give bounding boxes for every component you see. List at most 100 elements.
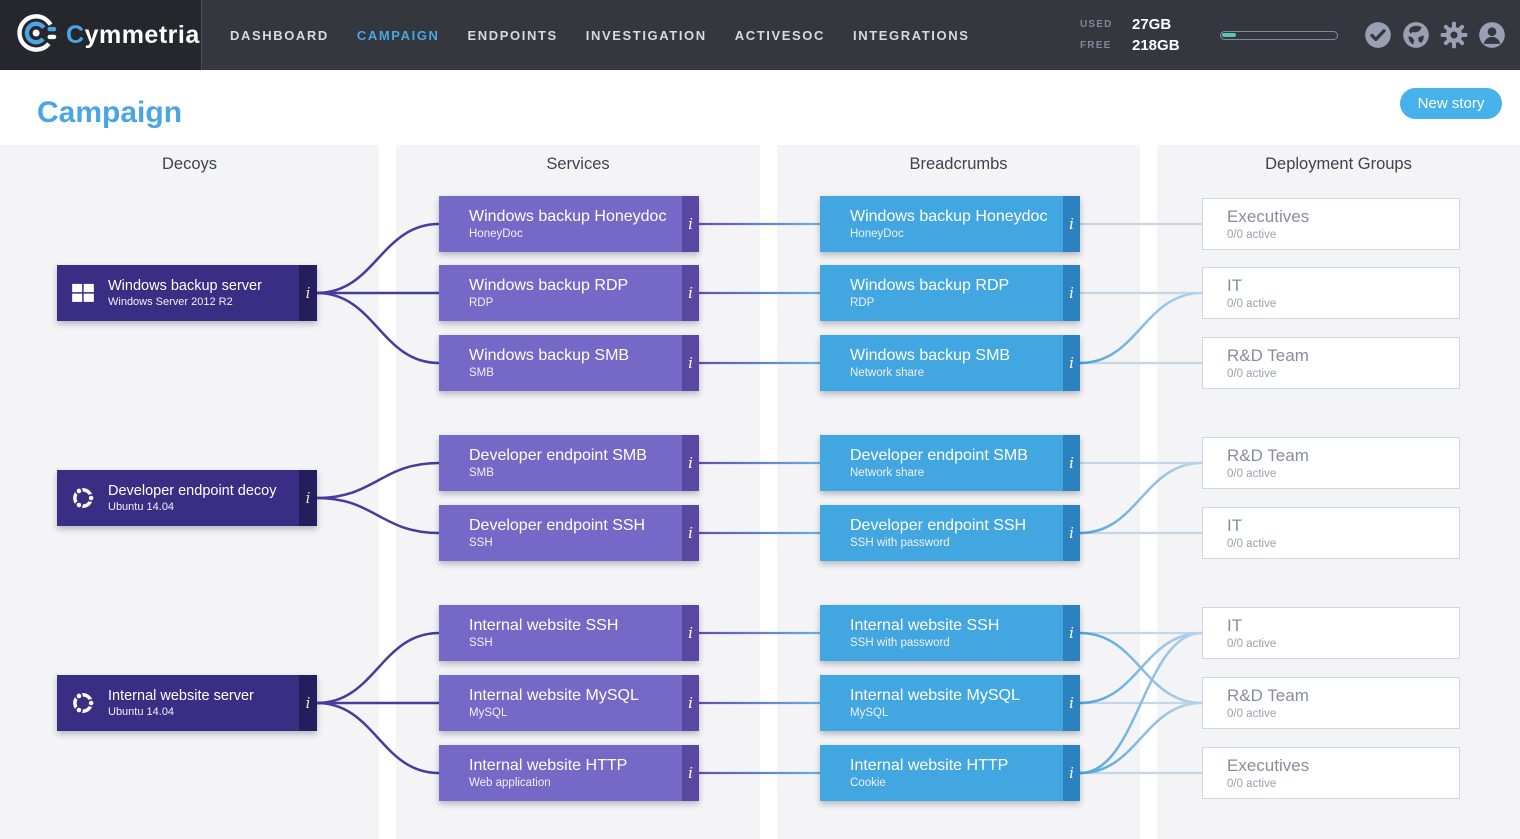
service-info-strip[interactable]: i xyxy=(682,335,699,391)
group-title: R&D Team xyxy=(1227,446,1309,465)
nav-item-investigation[interactable]: INVESTIGATION xyxy=(585,27,707,43)
info-icon: i xyxy=(688,624,693,642)
breadcrumb-info-strip[interactable]: i xyxy=(1063,265,1080,321)
deployment-group-card[interactable]: IT 0/0 active xyxy=(1202,607,1460,659)
campaign-diagram: Decoys Services Breadcrumbs Deployment G… xyxy=(0,145,1520,839)
group-title: IT xyxy=(1227,516,1243,535)
info-icon: i xyxy=(688,284,693,302)
breadcrumb-info-strip[interactable]: i xyxy=(1063,505,1080,561)
decoy-subtitle: Ubuntu 14.04 xyxy=(108,706,175,718)
storage-usage: USED 27GB FREE 218GB xyxy=(1080,16,1202,54)
breadcrumb-card[interactable]: Developer endpoint SSH SSH with password… xyxy=(820,505,1080,561)
decoy-card[interactable]: Internal website server Ubuntu 14.04 i xyxy=(57,675,317,731)
breadcrumb-title: Windows backup RDP xyxy=(850,277,1010,294)
info-icon: i xyxy=(1069,354,1074,372)
service-card[interactable]: Internal website MySQL MySQL i xyxy=(439,675,699,731)
info-icon: i xyxy=(1069,624,1074,642)
breadcrumb-card[interactable]: Internal website MySQL MySQL i xyxy=(820,675,1080,731)
deployment-group-card[interactable]: R&D Team 0/0 active xyxy=(1202,437,1460,489)
decoy-title: Internal website server xyxy=(108,688,254,704)
nav-item-dashboard[interactable]: DASHBOARD xyxy=(230,27,329,43)
user-icon[interactable] xyxy=(1478,21,1506,49)
breadcrumb-card[interactable]: Developer endpoint SMB Network share i xyxy=(820,435,1080,491)
new-story-button[interactable]: New story xyxy=(1400,88,1502,119)
info-icon: i xyxy=(1069,454,1074,472)
info-icon: i xyxy=(1069,694,1074,712)
breadcrumb-info-strip[interactable]: i xyxy=(1063,605,1080,661)
group-subtitle: 0/0 active xyxy=(1227,368,1277,380)
service-title: Developer endpoint SSH xyxy=(469,517,646,534)
service-title: Windows backup Honeydoc xyxy=(469,208,667,225)
breadcrumb-subtitle: Network share xyxy=(850,467,925,479)
breadcrumb-card[interactable]: Windows backup RDP RDP i xyxy=(820,265,1080,321)
service-info-strip[interactable]: i xyxy=(682,196,699,252)
nav-item-activesoc[interactable]: ACTIVESOC xyxy=(734,27,825,43)
info-icon: i xyxy=(305,489,311,507)
service-subtitle: SMB xyxy=(469,367,494,379)
globe-icon[interactable] xyxy=(1402,21,1430,49)
breadcrumb-card[interactable]: Windows backup Honeydoc HoneyDoc i xyxy=(820,196,1080,252)
nav-item-integrations[interactable]: INTEGRATIONS xyxy=(853,27,970,43)
group-title: R&D Team xyxy=(1227,346,1309,365)
decoy-card[interactable]: Developer endpoint decoy Ubuntu 14.04 i xyxy=(57,470,317,526)
top-navbar: Cymmetria DASHBOARD CAMPAIGN ENDPOINTS INVE… xyxy=(0,0,1520,70)
service-card[interactable]: Internal website HTTP Web application i xyxy=(439,745,699,801)
info-icon: i xyxy=(305,284,311,302)
deployment-group-card[interactable]: IT 0/0 active xyxy=(1202,507,1460,559)
used-value: 27GB xyxy=(1132,16,1172,33)
service-card[interactable]: Windows backup RDP RDP i xyxy=(439,265,699,321)
deployment-group-card[interactable]: R&D Team 0/0 active xyxy=(1202,337,1460,389)
info-icon: i xyxy=(688,524,693,542)
breadcrumb-card[interactable]: Windows backup SMB Network share i xyxy=(820,335,1080,391)
breadcrumb-info-strip[interactable]: i xyxy=(1063,435,1080,491)
main-nav: DASHBOARD CAMPAIGN ENDPOINTS INVESTIGATION A… xyxy=(202,0,969,70)
group-title: Executives xyxy=(1227,756,1310,775)
breadcrumb-info-strip[interactable]: i xyxy=(1063,335,1080,391)
decoy-title: Developer endpoint decoy xyxy=(108,483,277,499)
breadcrumb-card[interactable]: Internal website HTTP Cookie i xyxy=(820,745,1080,801)
breadcrumb-title: Internal website HTTP xyxy=(850,757,1009,774)
breadcrumb-card[interactable]: Internal website SSH SSH with password i xyxy=(820,605,1080,661)
check-circle-icon[interactable] xyxy=(1364,21,1392,49)
service-info-strip[interactable]: i xyxy=(682,745,699,801)
deployment-group-card[interactable]: R&D Team 0/0 active xyxy=(1202,677,1460,729)
service-card[interactable]: Windows backup Honeydoc HoneyDoc i xyxy=(439,196,699,252)
service-info-strip[interactable]: i xyxy=(682,675,699,731)
service-info-strip[interactable]: i xyxy=(682,265,699,321)
deployment-group-card[interactable]: Executives 0/0 active xyxy=(1202,198,1460,250)
group-subtitle: 0/0 active xyxy=(1227,298,1277,310)
decoy-info-strip[interactable]: i xyxy=(299,265,317,321)
group-title: IT xyxy=(1227,616,1243,635)
decoy-info-strip[interactable]: i xyxy=(299,470,317,526)
group-subtitle: 0/0 active xyxy=(1227,638,1277,650)
info-icon: i xyxy=(688,215,693,233)
service-subtitle: SSH xyxy=(469,637,493,649)
service-card[interactable]: Internal website SSH SSH i xyxy=(439,605,699,661)
service-subtitle: SSH xyxy=(469,537,493,549)
decoy-info-strip[interactable]: i xyxy=(299,675,317,731)
service-card[interactable]: Developer endpoint SMB SMB i xyxy=(439,435,699,491)
page-title: Campaign xyxy=(37,96,183,129)
service-info-strip[interactable]: i xyxy=(682,605,699,661)
nav-item-endpoints[interactable]: ENDPOINTS xyxy=(467,27,558,43)
service-title: Internal website HTTP xyxy=(469,757,628,774)
storage-progress-bar xyxy=(1220,30,1338,40)
breadcrumb-subtitle: Cookie xyxy=(850,777,886,789)
service-info-strip[interactable]: i xyxy=(682,505,699,561)
breadcrumb-info-strip[interactable]: i xyxy=(1063,196,1080,252)
gear-icon[interactable] xyxy=(1440,21,1468,49)
brand-logo[interactable]: Cymmetria xyxy=(0,0,202,70)
service-card[interactable]: Windows backup SMB SMB i xyxy=(439,335,699,391)
info-icon: i xyxy=(1069,524,1074,542)
decoy-card[interactable]: Windows backup server Windows Server 201… xyxy=(57,265,317,321)
info-icon: i xyxy=(688,694,693,712)
service-info-strip[interactable]: i xyxy=(682,435,699,491)
nav-item-campaign[interactable]: CAMPAIGN xyxy=(356,27,440,43)
breadcrumb-info-strip[interactable]: i xyxy=(1063,745,1080,801)
service-card[interactable]: Developer endpoint SSH SSH i xyxy=(439,505,699,561)
deployment-group-card[interactable]: Executives 0/0 active xyxy=(1202,747,1460,799)
column-header-breadcrumbs: Breadcrumbs xyxy=(909,155,1008,173)
deployment-group-card[interactable]: IT 0/0 active xyxy=(1202,267,1460,319)
breadcrumb-info-strip[interactable]: i xyxy=(1063,675,1080,731)
breadcrumb-title: Windows backup Honeydoc xyxy=(850,208,1048,225)
